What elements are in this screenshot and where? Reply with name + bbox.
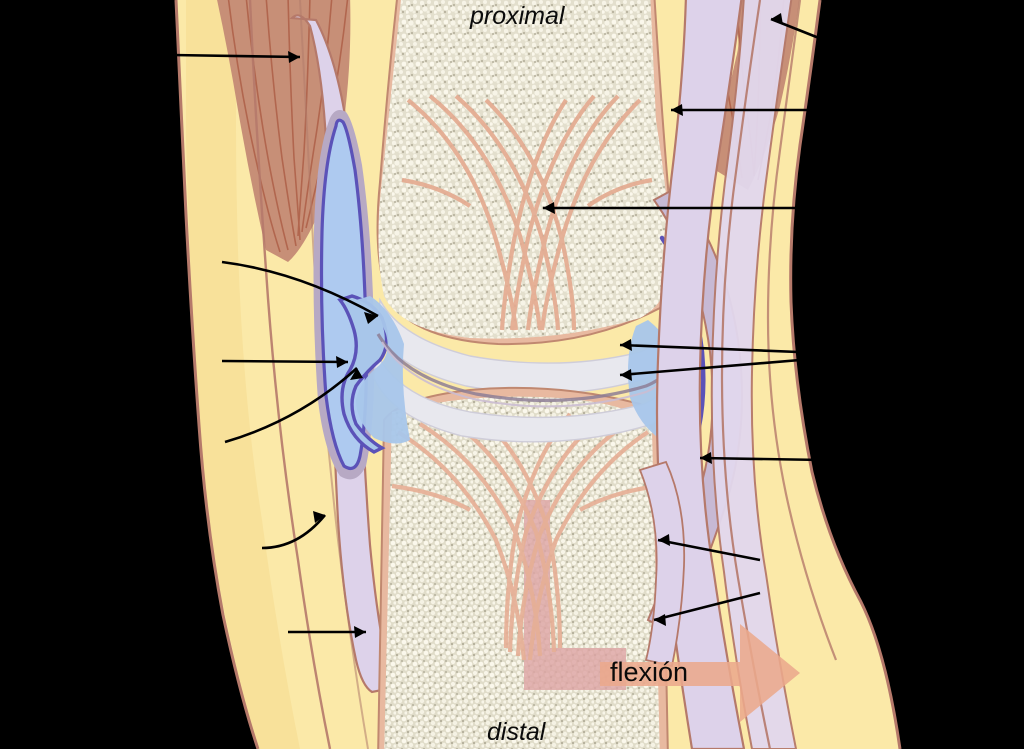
leader-L1 — [171, 53, 301, 59]
leader-arrowheads — [288, 13, 783, 638]
bursa — [313, 110, 375, 480]
leader-lines — [171, 17, 825, 634]
trabeculae-proximal — [401, 94, 653, 331]
leader-R6 — [699, 456, 825, 462]
joint-cavity-left-fill — [356, 296, 410, 444]
leader-L5 — [261, 514, 327, 550]
leader-R4 — [619, 343, 825, 355]
subcutaneous-fat-deep-left — [186, 0, 300, 749]
fascia-line-right-2 — [766, 0, 838, 661]
joint-cavity-left — [337, 294, 389, 454]
fascia-line-right-1 — [720, 0, 772, 749]
leader-R5 — [619, 356, 825, 377]
leader-R7 — [657, 538, 761, 562]
fascia-line-left — [248, 0, 332, 749]
right-soft-tissue-group — [638, 0, 838, 749]
bone-proximal — [376, 0, 676, 395]
bone-distal — [373, 349, 680, 749]
bone-proximal-spongy — [378, 0, 673, 339]
leader-L3 — [221, 359, 349, 364]
skin-outline-left — [174, 0, 260, 749]
leader-R8 — [653, 591, 761, 622]
leader-L4 — [224, 367, 358, 444]
leader-L2 — [221, 260, 379, 318]
skin-outline-right — [789, 0, 902, 749]
flexion-arrow — [600, 624, 800, 722]
